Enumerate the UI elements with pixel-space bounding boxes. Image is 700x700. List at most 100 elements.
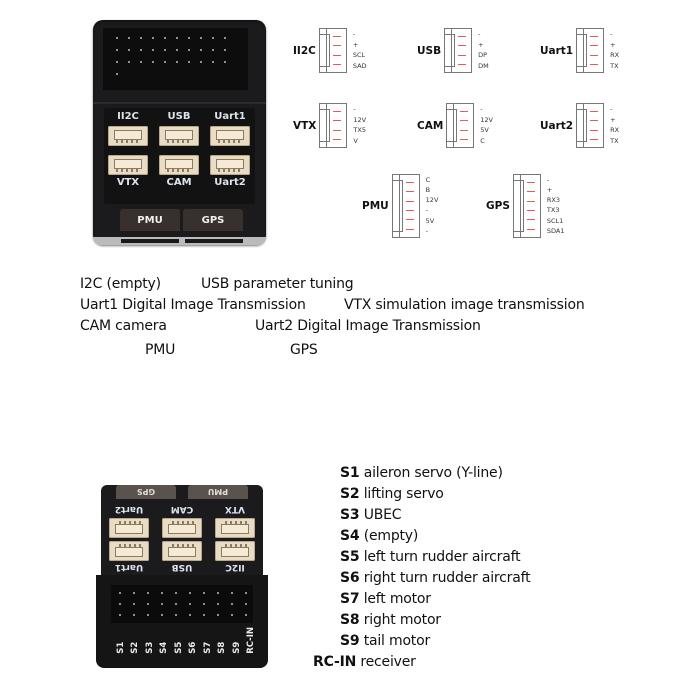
header-pin <box>111 44 123 56</box>
pin-label: + <box>478 40 484 49</box>
pin-mark <box>458 54 467 56</box>
header-pin <box>183 587 197 598</box>
connector-pins <box>405 175 414 237</box>
connector-cam-rotated <box>162 518 202 538</box>
connector-latch <box>320 109 331 143</box>
connector-outline <box>576 28 605 74</box>
header-pin <box>123 56 135 68</box>
pin-label: 5V <box>480 126 489 135</box>
port-label-ii2c: II2C <box>117 111 139 122</box>
port-label-vtx-rotated: VTX <box>224 504 246 514</box>
connector-outline <box>319 103 348 149</box>
pin-mark <box>590 120 599 122</box>
connector-latch <box>447 109 458 143</box>
header-pin <box>159 32 171 44</box>
port-label-cam-rotated: CAM <box>170 504 194 514</box>
pin-mark <box>590 64 599 66</box>
header-pin <box>111 68 123 80</box>
servo-pin-label: RC-IN <box>245 627 256 654</box>
connector-latch <box>577 34 588 68</box>
header-pin <box>171 56 183 68</box>
connector-ii2c <box>108 126 148 146</box>
header-pin <box>225 587 239 598</box>
header-pin <box>141 609 155 620</box>
servo-key: S2 <box>340 486 360 502</box>
connector-vtx-rotated <box>215 518 255 538</box>
header-pin <box>211 609 225 620</box>
connector-pins <box>590 29 599 72</box>
header-pin <box>159 56 171 68</box>
header-pin <box>197 587 211 598</box>
port-panel-rotated: GPS PMU Uart2 CAM VTX Uart1 USB II2C <box>101 485 263 575</box>
servo-pin-label: S2 <box>130 641 141 654</box>
desc-cam: CAM camera <box>80 318 167 334</box>
servo-legend-row: S8 right motor <box>313 610 530 631</box>
connector-latch <box>392 180 403 232</box>
header-pin <box>195 44 207 56</box>
pin-label: 12V <box>425 196 439 205</box>
servo-function: lifting servo <box>363 486 444 502</box>
pin-label: + <box>546 185 553 194</box>
pin-mark <box>526 182 535 184</box>
pin-mark <box>590 139 599 141</box>
pin-mark <box>460 120 469 122</box>
header-pin <box>135 56 147 68</box>
header-pin <box>135 32 147 44</box>
pin-label: + <box>352 40 359 49</box>
pin-mark <box>460 129 469 131</box>
pinout-name: VTX <box>293 119 317 132</box>
servo-function: right motor <box>363 612 441 628</box>
servo-function: (empty) <box>363 528 419 544</box>
connector-cam <box>159 155 199 175</box>
pin-mark <box>526 210 535 212</box>
servo-pin-label: S7 <box>202 641 213 654</box>
pin-label: - <box>352 29 356 38</box>
header-pin <box>211 598 225 609</box>
header-pin <box>183 56 195 68</box>
pin-label: - <box>480 104 483 113</box>
header-pin <box>195 32 207 44</box>
pin-mark <box>405 191 414 193</box>
header-pin <box>171 44 183 56</box>
header-pin <box>197 598 211 609</box>
pin-label: + <box>610 40 616 49</box>
servo-key: S6 <box>340 570 360 586</box>
servo-pin-label: S1 <box>116 641 126 654</box>
connector-pins <box>460 104 469 147</box>
connector-latch <box>513 180 524 232</box>
header-pin <box>219 32 231 44</box>
header-pin <box>169 598 183 609</box>
pin-label: - <box>546 175 550 184</box>
header-pin <box>123 44 135 56</box>
servo-legend-row: S4 (empty) <box>313 526 530 547</box>
case-base <box>93 237 266 245</box>
pin-label: RX <box>610 126 620 135</box>
pin-label: 12V <box>480 115 493 124</box>
servo-function: tail motor <box>363 633 431 649</box>
connector-uart2 <box>210 155 250 175</box>
header-pin <box>111 56 123 68</box>
header-pin <box>155 609 169 620</box>
servo-function: aileron servo (Y-line) <box>363 465 503 481</box>
header-pin <box>123 32 135 44</box>
servo-function: right turn rudder aircraft <box>363 570 531 586</box>
pin-label: TX5 <box>353 126 366 135</box>
pin-mark <box>590 36 599 38</box>
pin-mark <box>332 36 341 38</box>
pin-label: DM <box>478 62 489 71</box>
servo-pin-label: S6 <box>188 641 199 654</box>
connector-usb-rotated <box>162 541 202 561</box>
servo-legend: S1 aileron servo (Y-line)S2 lifting serv… <box>313 463 531 673</box>
pin-label: TX3 <box>546 206 560 215</box>
header-pin <box>195 56 207 68</box>
port-label-uart2-rotated: Uart2 <box>114 504 144 514</box>
pin-grid-rotated <box>113 587 253 620</box>
pin-label: V <box>353 137 358 146</box>
pin-mark <box>405 210 414 212</box>
pin-label: - <box>425 206 429 215</box>
pin-mark <box>332 54 341 56</box>
